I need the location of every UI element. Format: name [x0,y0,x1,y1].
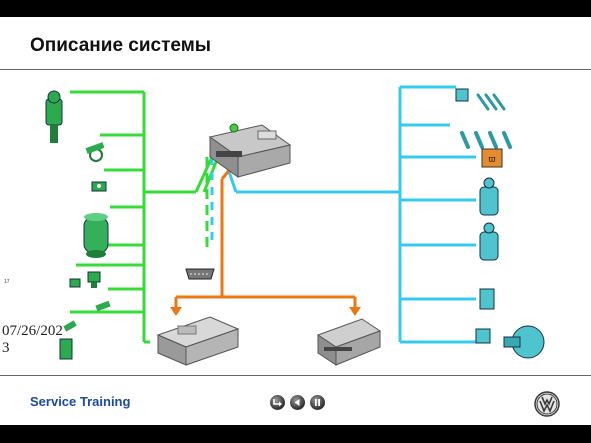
engine-ecu-icon [208,123,292,178]
title-divider [0,69,591,70]
valve-icon [479,222,499,261]
return-icon [273,399,282,407]
pause-icon [315,399,320,406]
slide-number: 17 [4,279,10,285]
arrow-down-icon [170,307,182,316]
arrow-down-icon [349,307,361,316]
input-bus [70,90,220,344]
bottom-frame [0,425,591,443]
sensor-icon [63,320,77,332]
arrow-left-icon [294,399,300,406]
footer-label: Service Training [30,394,131,409]
sensor-icon [85,142,105,162]
sensor-icon [59,338,73,360]
diagnostic-connector-icon [185,268,215,280]
output-bus [222,85,476,344]
valve-icon [479,177,499,216]
slide-title: Описание системы [30,35,212,56]
back-button[interactable] [290,395,305,410]
actuator-icon [503,325,545,359]
injector-icon [460,131,512,149]
sensor-icon [87,271,101,288]
top-frame [0,0,591,17]
control-unit-icon [316,318,382,366]
air-mass-meter-icon [45,90,63,143]
sensor-icon [91,181,107,192]
can-bus [174,156,357,309]
pause-button[interactable] [310,395,325,410]
glow-plug-indicator-icon: ϖ [481,148,503,168]
control-unit-icon [156,316,240,366]
prev-button[interactable] [270,395,285,410]
pump-icon [83,213,109,258]
svg-text:ϖ: ϖ [488,154,495,164]
glow-plug-icon [476,93,506,111]
footer-divider [0,375,591,376]
relay-icon [455,88,469,102]
sensor-icon [69,278,81,288]
date-line-2: 3 [2,340,10,357]
slide-content: Описание системы [0,17,591,425]
date-stamp: 07/26/202 3 [2,323,63,358]
vw-logo [534,391,560,417]
date-line-1: 07/26/202 [2,323,63,339]
relay-icon [475,328,491,344]
system-diagram: ϖ [45,85,545,366]
sensor-icon [95,300,111,312]
sensor-icon [479,288,495,310]
